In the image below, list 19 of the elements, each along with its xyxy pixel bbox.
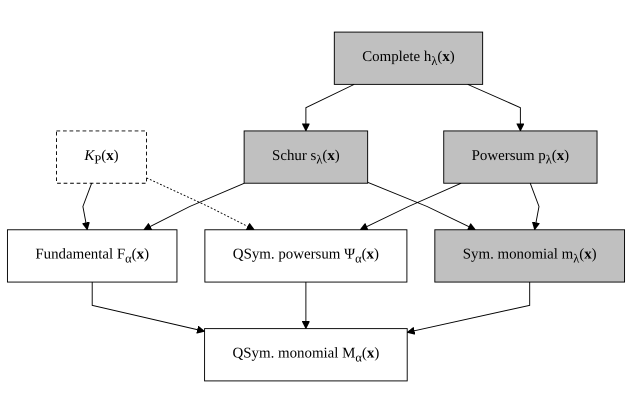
arrow <box>360 182 462 230</box>
arrow <box>467 84 524 132</box>
node-box: QSym. powersum Ψ$_{α}$(x) <box>204 229 408 283</box>
arrow <box>302 282 310 329</box>
node-box: QSym. monomial M$_{α}$(x) <box>204 328 408 382</box>
arrow <box>530 182 540 230</box>
node-box: Powersum p$_{λ}$(x) <box>443 130 598 184</box>
arrow <box>92 282 205 334</box>
node-box: Complete h$_{λ}$(x) <box>334 32 484 85</box>
node-box: K$_{P}$(x) <box>56 130 147 184</box>
arrow <box>406 282 530 335</box>
node-box: Sym. monomial m$_{λ}$(x) <box>434 229 626 283</box>
arrow <box>367 182 476 230</box>
node-box: Schur s$_{λ}$(x) <box>244 130 368 184</box>
node-box: Fundamental F$_{α}$(x) <box>6 229 178 283</box>
arrow <box>146 177 255 230</box>
arrow <box>82 182 92 230</box>
arrow <box>143 182 245 230</box>
arrow <box>302 84 355 132</box>
